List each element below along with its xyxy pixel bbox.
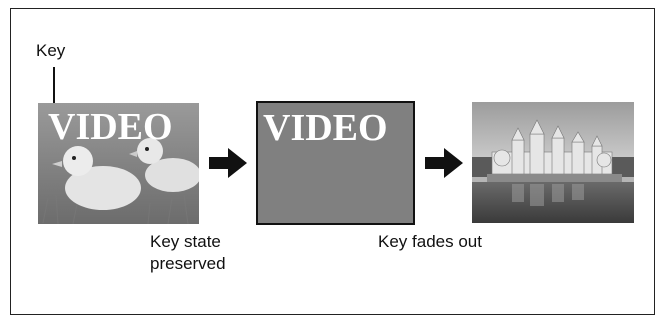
duckling-body-1: [65, 166, 141, 210]
castle-image-panel: [472, 102, 634, 223]
key-label: Key: [36, 41, 66, 60]
key-state-video-text: VIDEO: [263, 107, 388, 149]
key-state-panel: VIDEO: [256, 101, 415, 225]
key-state-line1: Key state: [150, 232, 221, 251]
right-arrow-icon: [425, 148, 463, 178]
duckling-head-2: [137, 138, 163, 164]
key-fades-out-label: Key fades out: [378, 232, 482, 251]
key-video-text: VIDEO: [48, 106, 173, 148]
ducklings-image: [38, 103, 199, 224]
ducklings-image-panel: VIDEO: [38, 103, 199, 224]
duckling-head-1: [63, 146, 93, 176]
right-arrow-icon: [209, 148, 247, 178]
diagram-frame: [10, 8, 655, 315]
key-state-preserved-label: Key state preserved: [150, 231, 226, 275]
key-state-line2: preserved: [150, 254, 226, 273]
key-leader-line: [53, 67, 55, 109]
castle: [491, 119, 613, 175]
castle-image: [472, 102, 634, 223]
duckling-body-2: [145, 158, 199, 192]
